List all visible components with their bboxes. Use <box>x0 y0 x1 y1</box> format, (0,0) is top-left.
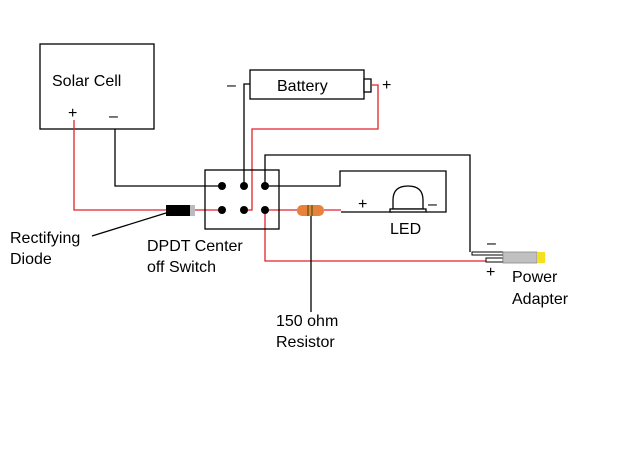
diode-label-line2: Diode <box>10 251 52 268</box>
adapter-label-line2: Adapter <box>512 291 569 308</box>
wire-battery-negative <box>243 83 250 186</box>
battery-minus: – <box>227 77 236 94</box>
wire-led-negative <box>265 170 447 213</box>
switch-label-line1: DPDT Center <box>147 238 243 255</box>
led-plus: + <box>358 196 367 213</box>
diode-label-leader <box>91 212 167 237</box>
led-label: LED <box>390 221 421 238</box>
wire-adapter-positive <box>264 210 488 262</box>
power-adapter: – + Power Adapter <box>471 235 569 308</box>
resistor-label-line2: Resistor <box>276 334 335 351</box>
resistor: 150 ohm Resistor <box>276 205 338 351</box>
solar-cell-minus: – <box>109 108 118 125</box>
battery-label: Battery <box>277 78 328 95</box>
rectifying-diode: Rectifying Diode <box>10 205 195 268</box>
solar-cell: Solar Cell + – <box>39 43 155 130</box>
battery: Battery – + <box>227 69 391 100</box>
solar-cell-label: Solar Cell <box>52 73 121 90</box>
diode-label-line1: Rectifying <box>10 230 80 247</box>
wire-battery-positive <box>244 84 379 211</box>
wire-adapter-negative <box>264 154 471 252</box>
wire-solar-negative <box>114 129 222 187</box>
switch-label-line2: off Switch <box>147 259 216 276</box>
battery-plus: + <box>382 77 391 94</box>
dpdt-switch: DPDT Center off Switch <box>147 169 280 276</box>
adapter-minus: – <box>487 235 496 252</box>
adapter-plus: + <box>486 264 495 281</box>
solar-cell-plus: + <box>68 105 77 122</box>
wire-solar-positive <box>73 120 166 211</box>
led-minus: – <box>428 196 437 213</box>
resistor-label-line1: 150 ohm <box>276 313 338 330</box>
adapter-label-line1: Power <box>512 269 558 286</box>
led: + – LED <box>358 185 437 238</box>
